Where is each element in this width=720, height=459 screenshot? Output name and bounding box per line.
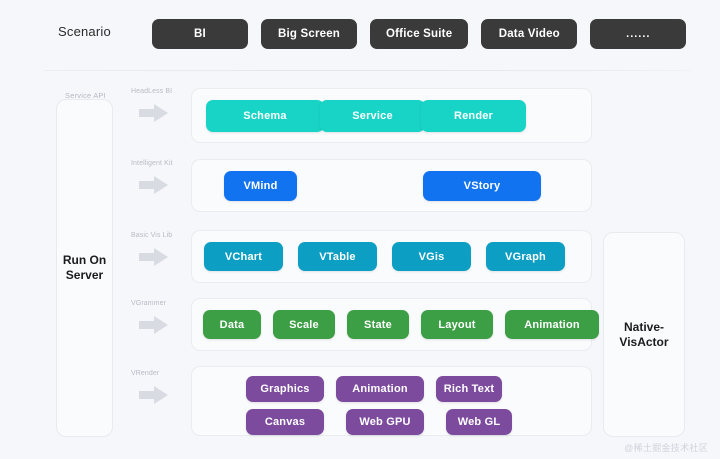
chip-bi[interactable]: BI <box>152 19 248 49</box>
chip-more[interactable]: ...... <box>590 19 687 49</box>
pill-layout[interactable]: Layout <box>421 310 493 339</box>
pill-vmind[interactable]: VMind <box>224 170 297 201</box>
pill-vchart[interactable]: VChart <box>204 242 283 271</box>
pill-canvas[interactable]: Canvas <box>246 409 324 435</box>
architecture-stage: Service API Run On Server Native- VisAct… <box>0 70 720 459</box>
native-visactor-panel: Native- VisActor <box>603 232 685 437</box>
scenario-chip-list: BI Big Screen Office Suite Data Video ..… <box>152 19 687 49</box>
pill-vtable[interactable]: VTable <box>298 242 377 271</box>
arrow-right-icon <box>137 102 170 124</box>
service-api-label: Service API <box>65 91 106 100</box>
row-tag-intelligent-kit: Intelligent Kit <box>131 160 173 167</box>
layer-vgrammer: Data Scale State Layout Animation <box>191 298 599 351</box>
run-on-server-label: Run On Server <box>62 253 107 282</box>
pill-graphics[interactable]: Graphics <box>246 376 324 402</box>
pill-rich-text[interactable]: Rich Text <box>436 376 502 402</box>
basic-vis-lib-items: VChart VTable VGis VGraph <box>204 242 565 271</box>
pill-animation[interactable]: Animation <box>505 310 599 339</box>
chip-big-screen[interactable]: Big Screen <box>261 19 357 49</box>
run-on-server-panel: Run On Server <box>56 99 113 437</box>
vgrammer-items: Data Scale State Layout Animation <box>203 310 599 339</box>
pill-schema[interactable]: Schema <box>206 99 324 132</box>
row-tag-basic-vis-lib: Basic Vis Lib <box>131 232 173 239</box>
pill-data[interactable]: Data <box>203 310 261 339</box>
arrow-right-icon <box>137 246 170 268</box>
chip-data-video[interactable]: Data Video <box>481 19 578 49</box>
layer-headless-bi: Schema Service Render <box>191 88 592 143</box>
header-divider <box>44 70 692 71</box>
pill-web-gpu[interactable]: Web GPU <box>346 409 424 435</box>
arrow-right-icon <box>137 384 170 406</box>
scenario-label: Scenario <box>58 24 111 39</box>
row-tag-vgrammer: VGrammer <box>131 300 167 307</box>
pill-vgraph[interactable]: VGraph <box>486 242 565 271</box>
watermark: @稀土掘金技术社区 <box>624 443 708 453</box>
pill-animation-vrender[interactable]: Animation <box>336 376 424 402</box>
pill-service[interactable]: Service <box>320 99 425 132</box>
pill-vgis[interactable]: VGis <box>392 242 471 271</box>
headless-bi-items: Schema Service Render <box>206 99 526 132</box>
vrender-items-bottom: Canvas Web GPU Web GL <box>246 409 591 435</box>
layer-basic-vis-lib: VChart VTable VGis VGraph <box>191 230 592 283</box>
chip-office-suite[interactable]: Office Suite <box>370 19 469 49</box>
arrow-right-icon <box>137 314 170 336</box>
row-tag-vrender: VRender <box>131 370 160 377</box>
vrender-items-top: Graphics Animation Rich Text <box>246 376 591 402</box>
layer-vrender: Graphics Animation Rich Text Canvas Web … <box>191 366 592 436</box>
native-visactor-label: Native- VisActor <box>619 319 669 349</box>
pill-scale[interactable]: Scale <box>273 310 335 339</box>
pill-state[interactable]: State <box>347 310 409 339</box>
arrow-right-icon <box>137 174 170 196</box>
pill-vstory[interactable]: VStory <box>423 170 541 201</box>
layer-intelligent-kit: VMind VStory <box>191 159 592 212</box>
row-tag-headless-bi: HeadLess BI <box>131 88 173 95</box>
scenario-header: Scenario BI Big Screen Office Suite Data… <box>0 0 720 70</box>
pill-web-gl[interactable]: Web GL <box>446 409 512 435</box>
pill-render[interactable]: Render <box>421 99 526 132</box>
